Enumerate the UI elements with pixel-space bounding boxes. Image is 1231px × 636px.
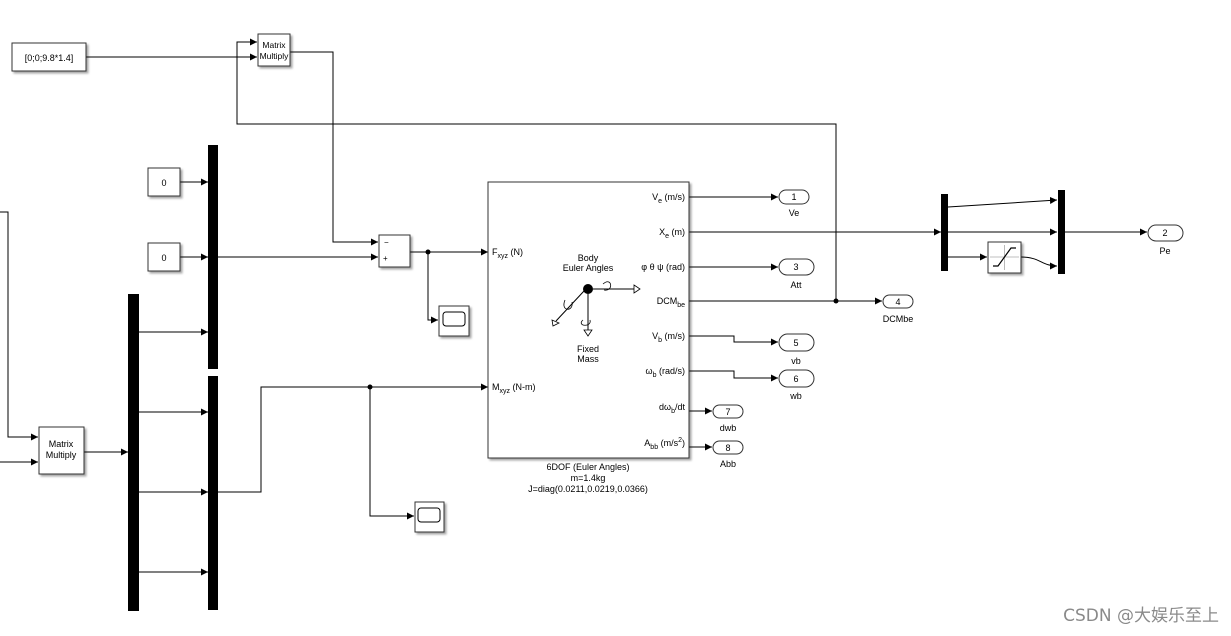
sixdof-output-dcm: DCMbe bbox=[657, 296, 685, 309]
matrix-multiply-top-block[interactable]: Matrix Multiply bbox=[257, 33, 291, 67]
branch-point bbox=[833, 298, 839, 304]
outport-name: vb bbox=[791, 356, 801, 366]
outport-7[interactable]: 7 dwb bbox=[712, 404, 744, 433]
sixdof-caption-inertia: J=diag(0.0211,0.0219,0.0366) bbox=[528, 484, 648, 494]
outport-number: 4 bbox=[895, 297, 900, 307]
outport-name: dwb bbox=[720, 423, 737, 433]
mux-force-bar[interactable] bbox=[208, 145, 218, 369]
wire-moment-to-scope[interactable] bbox=[369, 387, 414, 520]
saturation-icon bbox=[993, 247, 1016, 267]
sixdof-icon-text-fixed: Fixed bbox=[577, 344, 599, 354]
outport-number: 1 bbox=[791, 192, 796, 202]
mm-left-label-2: Multiply bbox=[46, 450, 77, 460]
sixdof-output-xe: Xe (m) bbox=[659, 227, 685, 240]
outport-4[interactable]: 4 DCMbe bbox=[882, 294, 914, 324]
constant-vector-label: [0;0;9.8*1.4] bbox=[25, 53, 74, 63]
sixdof-caption-mass: m=1.4kg bbox=[571, 473, 606, 483]
outport-name: Abb bbox=[720, 459, 736, 469]
sixdof-icon-text-euler: Euler Angles bbox=[563, 263, 614, 273]
mux-right-bar[interactable] bbox=[1058, 190, 1065, 274]
outport-2[interactable]: 2 Pe bbox=[1147, 224, 1184, 256]
sixdof-output-dwb: dωb/dt bbox=[659, 402, 685, 415]
outport-name: Att bbox=[790, 280, 802, 290]
outport-5[interactable]: 5 vb bbox=[778, 333, 815, 366]
wire-rdemux-to-rmux-1[interactable] bbox=[947, 196, 1058, 208]
signal-lines bbox=[0, 38, 1147, 576]
demux-right-bar[interactable] bbox=[941, 194, 948, 271]
matrix-multiply-left-block[interactable]: Matrix Multiply bbox=[38, 426, 85, 475]
outport-name: DCMbe bbox=[883, 314, 914, 324]
outport-number: 8 bbox=[725, 443, 730, 453]
sixdof-input-force: Fxyz (N) bbox=[492, 247, 523, 260]
scope-screen-icon bbox=[417, 507, 441, 523]
wire-mm-to-sum[interactable] bbox=[290, 51, 378, 246]
constant-b-label: 0 bbox=[161, 253, 166, 263]
constant-zero-block-b[interactable]: 0 bbox=[147, 242, 181, 272]
constant-zero-block-a[interactable]: 0 bbox=[147, 167, 181, 197]
constant-vector-block[interactable]: [0;0;9.8*1.4] bbox=[11, 42, 87, 72]
sixdof-icon-text-body: Body bbox=[578, 253, 599, 263]
outport-number: 2 bbox=[1162, 228, 1167, 238]
saturation-block[interactable] bbox=[987, 241, 1022, 274]
sum-block[interactable]: − + bbox=[378, 234, 411, 268]
sixdof-output-vb: Vb (m/s) bbox=[652, 331, 685, 344]
sum-minus-sign: − bbox=[384, 238, 389, 247]
wire-sat-to-rmux[interactable] bbox=[1020, 256, 1058, 270]
demux-left-bar[interactable] bbox=[128, 294, 139, 611]
outport-name: Ve bbox=[789, 208, 800, 218]
scope-block-force[interactable] bbox=[438, 305, 470, 337]
watermark: CSDN @大娱乐至上 bbox=[1063, 606, 1219, 626]
wire-vb-out[interactable] bbox=[689, 335, 778, 346]
outport-name: wb bbox=[789, 391, 802, 401]
scope-block-moment[interactable] bbox=[414, 501, 445, 533]
wire-wb-out[interactable] bbox=[689, 370, 778, 382]
sixdof-output-ve: Ve (m/s) bbox=[652, 192, 685, 205]
outport-6[interactable]: 6 wb bbox=[778, 369, 815, 401]
mux-moment-bar[interactable] bbox=[208, 376, 218, 610]
sixdof-output-wb: ωb (rad/s) bbox=[646, 366, 685, 379]
outport-1[interactable]: 1 Ve bbox=[778, 189, 810, 218]
mm-left-label-1: Matrix bbox=[49, 439, 74, 449]
mm-top-label-1: Matrix bbox=[262, 40, 286, 50]
sum-plus-sign: + bbox=[383, 254, 388, 263]
constant-a-label: 0 bbox=[161, 178, 166, 188]
sixdof-output-abb: Abb (m/s2) bbox=[644, 437, 685, 451]
scope-screen-icon bbox=[442, 311, 466, 327]
sixdof-caption-title: 6DOF (Euler Angles) bbox=[546, 462, 629, 472]
outport-number: 6 bbox=[793, 374, 798, 384]
outport-number: 3 bbox=[793, 262, 798, 272]
outport-3[interactable]: 3 Att bbox=[778, 258, 815, 290]
wire-mux-to-moment[interactable] bbox=[218, 383, 488, 493]
body-axes-icon bbox=[551, 281, 641, 337]
outport-number: 7 bbox=[725, 407, 730, 417]
wire-sum-to-scope[interactable] bbox=[427, 252, 438, 324]
wire-left-in-1[interactable] bbox=[0, 211, 38, 441]
outport-8[interactable]: 8 Abb bbox=[712, 440, 744, 469]
sixdof-output-att: φ θ ψ (rad) bbox=[641, 262, 685, 272]
outport-number: 5 bbox=[793, 338, 798, 348]
wire-dcm-feedback[interactable] bbox=[236, 38, 837, 301]
sixdof-euler-block[interactable]: Fxyz (N) Mxyz (N-m) Ve (m/s) Xe (m) φ θ … bbox=[487, 181, 690, 459]
mm-top-label-2: Multiply bbox=[260, 51, 290, 61]
outport-name: Pe bbox=[1159, 246, 1170, 256]
sixdof-icon-text-mass: Mass bbox=[577, 354, 599, 364]
sixdof-input-moment: Mxyz (N-m) bbox=[492, 382, 536, 395]
